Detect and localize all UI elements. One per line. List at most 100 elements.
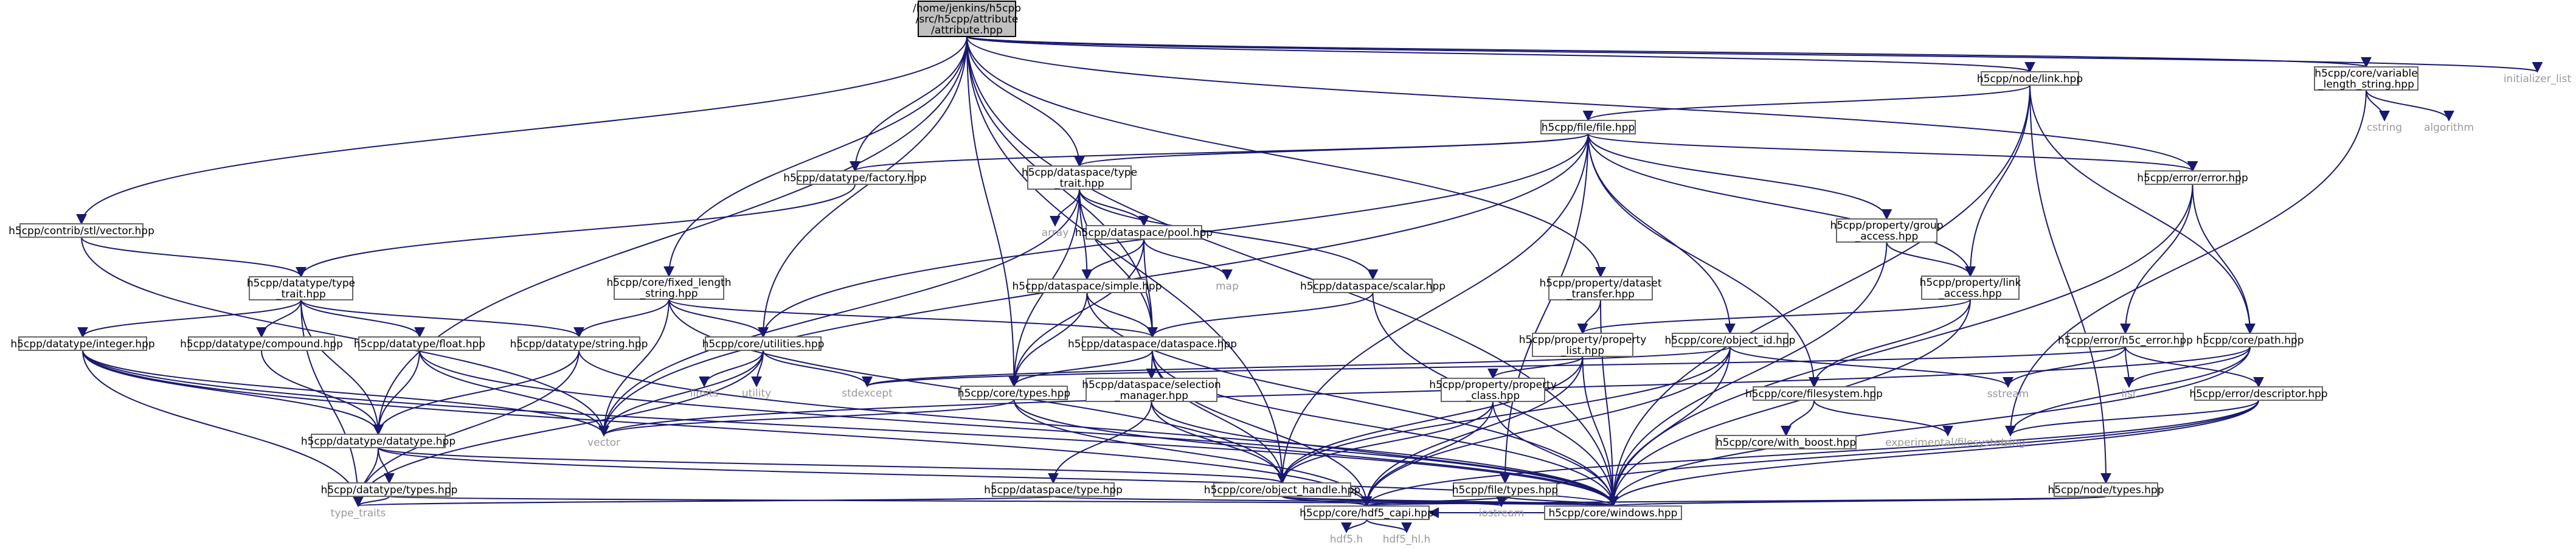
edge-prop_link-to-prop_list — [1577, 299, 1971, 335]
node-box — [1213, 482, 1351, 497]
node-descriptor[interactable]: h5cpp/error/descriptor.hpp — [2189, 386, 2328, 401]
edge-dt_types-to-windows — [389, 495, 1616, 507]
node-file-types[interactable]: h5cpp/file/types.hpp — [1452, 482, 1558, 497]
node-dt-types[interactable]: h5cpp/datatype/types.hpp — [321, 482, 458, 497]
edge-file_hpp-to-prop_link — [1587, 133, 1976, 277]
edge-root-to-error_hpp — [966, 36, 2198, 172]
edge-dt_string-to-type_traits — [353, 350, 580, 507]
node-prop-group[interactable]: h5cpp/property/group_access.hpp — [1830, 218, 1944, 243]
edge-root-to-fixed_len — [663, 36, 968, 277]
node-error-hpp[interactable]: h5cpp/error/error.hpp — [2137, 170, 2248, 185]
edge-node_link-to-core_path — [2029, 85, 2256, 335]
node-label: list — [2122, 388, 2137, 400]
edge-utilities-to-stdexcept — [763, 350, 873, 387]
node-scalar[interactable]: h5cpp/dataspace/scalar.hpp — [1300, 279, 1446, 293]
edge-object_id-to-windows — [1607, 346, 1731, 507]
edge-node_link-to-node_types — [2029, 85, 2111, 484]
node-box — [1027, 165, 1132, 190]
node-dt-datatype[interactable]: h5cpp/datatype/datatype.hpp — [301, 434, 455, 448]
node-dt-compound[interactable]: h5cpp/datatype/compound.hpp — [180, 336, 343, 351]
node-hdf5-capi[interactable]: h5cpp/core/hdf5_capi.hpp — [1300, 505, 1434, 520]
node-box — [188, 336, 335, 351]
node-node-types[interactable]: h5cpp/node/types.hpp — [2048, 482, 2164, 497]
node-vector-hpp[interactable]: h5cpp/contrib/stl/vector.hpp — [9, 223, 154, 238]
node-object-id[interactable]: h5cpp/core/object_id.hpp — [1665, 333, 1796, 347]
node-with-boost[interactable]: h5cpp/core/with_boost.hpp — [1716, 435, 1857, 449]
node-box — [1313, 279, 1433, 293]
edge-utilities-to-type_traits — [353, 350, 764, 507]
node-label: _class.hpp — [1466, 390, 1520, 402]
edge-prop_group-to-prop_link — [1886, 241, 1976, 277]
node-label: _list.hpp — [1560, 345, 1604, 357]
node-label: iostream — [1479, 507, 1525, 519]
node-dt-factory[interactable]: h5cpp/datatype/factory.hpp — [783, 170, 927, 185]
edge-prop_group-to-windows — [1607, 241, 1888, 507]
node-label: _length_string.hpp — [2318, 78, 2414, 91]
edge-fixed_len-to-dataspace — [668, 299, 1158, 338]
node-label: h5cpp/property/group — [1830, 220, 1943, 232]
node-prop-class[interactable]: h5cpp/property/property_class.hpp — [1429, 378, 1557, 402]
node-array: array — [1042, 227, 1069, 239]
edge-descriptor-to-string — [2005, 400, 2259, 437]
edge-core_path-to-string — [2005, 346, 2251, 437]
edge-hdf5_capi-to-hdf5_hl_h — [1366, 519, 1412, 533]
edge-object_id-to-sstream — [1729, 346, 2013, 388]
edge-root-to-dt_factory — [850, 36, 968, 172]
node-box — [1027, 279, 1147, 293]
node-dt-float[interactable]: h5cpp/datatype/float.hpp — [354, 336, 485, 351]
node-label: h5cpp/core/fixed_length — [607, 277, 732, 289]
node-dt-string[interactable]: h5cpp/datatype/string.hpp — [510, 336, 648, 351]
node-selection[interactable]: h5cpp/dataspace/selection_manager.hpp — [1082, 378, 1221, 402]
node-windows[interactable]: h5cpp/core/windows.hpp — [1544, 505, 1682, 520]
node-algorithm: algorithm — [2424, 122, 2474, 134]
edge-node_types-to-windows — [1608, 495, 2107, 507]
node-label: _string.hpp — [639, 288, 698, 300]
node-ds-type[interactable]: h5cpp/dataspace/type.hpp — [984, 482, 1123, 497]
node-prop-dataset[interactable]: h5cpp/property/dataset_transfer.hpp — [1539, 276, 1662, 300]
node-label: h5cpp/file/types.hpp — [1452, 484, 1558, 496]
node-ds-type-trait[interactable]: h5cpp/dataspace/type_trait.hpp — [1022, 165, 1137, 190]
node-box — [1836, 218, 1937, 243]
node-dataspace[interactable]: h5cpp/dataspace/dataspace.hpp — [1068, 336, 1237, 351]
node-root[interactable]: /home/jenkins/h5cpp/src/h5cpp/attribute/… — [913, 1, 1021, 37]
node-label: h5cpp/dataspace/pool.hpp — [1075, 227, 1213, 239]
node-label: sstream — [1987, 388, 2029, 400]
edge-dataspace-to-object_handle — [1152, 350, 1288, 484]
edge-root-to-dt_datatype — [373, 36, 968, 435]
node-prop-link[interactable]: h5cpp/property/link_access.hpp — [1920, 276, 2021, 300]
node-box — [1544, 505, 1682, 520]
node-sstream: sstream — [1987, 388, 2029, 400]
node-core-types[interactable]: h5cpp/core/types.hpp — [958, 386, 1070, 400]
node-box — [518, 336, 640, 351]
node-object-handle[interactable]: h5cpp/core/object_handle.hpp — [1204, 482, 1360, 497]
node-label: h5cpp/datatype/type — [247, 277, 355, 290]
node-label: map — [1216, 280, 1239, 293]
node-variable-len[interactable]: h5cpp/core/variable_length_string.hpp — [2314, 66, 2418, 91]
node-label: h5cpp/core/filesystem.hpp — [1745, 388, 1883, 400]
node-label: hdf5.h — [1330, 533, 1363, 546]
edge-dt_datatype-to-type_traits — [353, 447, 379, 507]
node-dt-integer[interactable]: h5cpp/datatype/integer.hpp — [10, 336, 155, 351]
edge-ds_type_trait-to-vector — [598, 189, 1080, 437]
node-stdexcept: stdexcept — [842, 387, 893, 400]
node-utilities[interactable]: h5cpp/core/utilities.hpp — [702, 336, 825, 351]
node-label: _trait.hpp — [275, 288, 326, 300]
node-pool[interactable]: h5cpp/dataspace/pool.hpp — [1075, 225, 1213, 240]
node-dt-type-trait[interactable]: h5cpp/datatype/type_trait.hpp — [247, 276, 355, 300]
node-label: type_traits — [331, 507, 386, 519]
edge-fixed_len-to-vector — [598, 299, 670, 437]
node-fixed-len[interactable]: h5cpp/core/fixed_length_string.hpp — [607, 276, 732, 300]
edge-node_link-to-windows — [1607, 85, 2031, 507]
edge-core_types-to-windows — [1013, 399, 1619, 507]
node-h5c-error[interactable]: h5cpp/error/h5c_error.hpp — [2058, 333, 2193, 347]
edge-vector_hpp-to-vector — [81, 237, 609, 437]
node-node-link[interactable]: h5cpp/node/link.hpp — [1977, 71, 2083, 86]
node-prop-list[interactable]: h5cpp/property/property_list.hpp — [1519, 333, 1647, 357]
node-core-path[interactable]: h5cpp/core/path.hpp — [2196, 333, 2304, 347]
edge-error_hpp-to-h5c_error — [2120, 184, 2193, 335]
node-box — [1981, 71, 2079, 86]
node-label: stdexcept — [842, 387, 893, 400]
node-filesystem[interactable]: h5cpp/core/filesystem.hpp — [1745, 386, 1883, 401]
node-file-hpp[interactable]: h5cpp/file/file.hpp — [1540, 120, 1636, 134]
node-simple[interactable]: h5cpp/dataspace/simple.hpp — [1012, 279, 1162, 293]
